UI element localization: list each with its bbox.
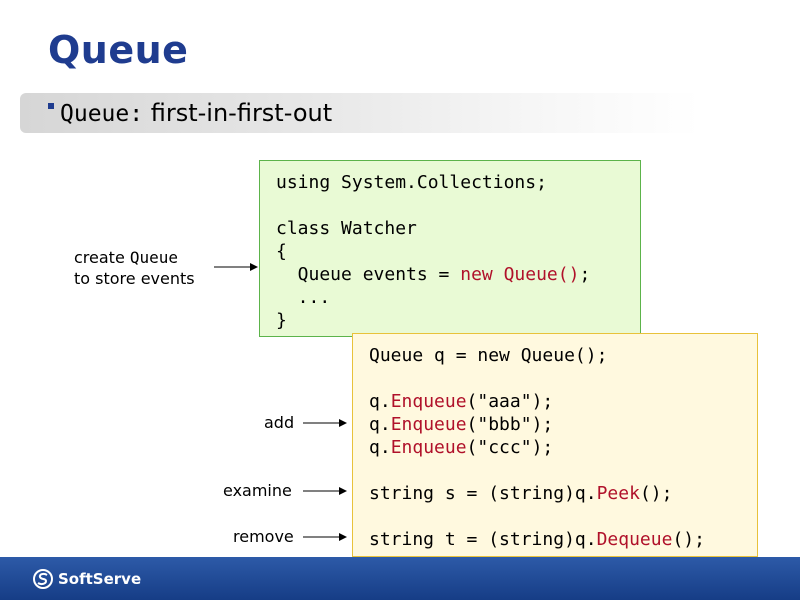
code-keyword: Enqueue [390, 437, 467, 458]
code-text: ("aaa"); [466, 391, 554, 412]
code-text: { [276, 241, 287, 262]
code-line [369, 459, 757, 482]
code-text: ("ccc"); [466, 437, 554, 458]
code-keyword: Dequeue [596, 529, 673, 550]
code-text: using System.Collections; [276, 172, 547, 193]
code-text: class Watcher [276, 218, 417, 239]
code-text: string s = (string)q. [369, 483, 597, 504]
code-text: } [276, 310, 287, 331]
code-text: q. [369, 437, 391, 458]
code-line: string s = (string)q.Peek(); [369, 482, 757, 505]
softserve-logo: SoftServe [32, 567, 141, 591]
bullet-text: first-in-first-out [143, 99, 333, 127]
code-keyword: new Queue() [460, 264, 580, 285]
annotation-remove: remove [233, 527, 294, 546]
code-text: Queue q = new Queue(); [369, 345, 608, 366]
code-line: q.Enqueue("bbb"); [369, 413, 757, 436]
code-text: Queue events = [276, 264, 461, 285]
code-block-queue-operations: Queue q = new Queue();q.Enqueue("aaa");q… [352, 333, 758, 557]
code-keyword: Enqueue [390, 391, 467, 412]
code-line: q.Enqueue("ccc"); [369, 436, 757, 459]
logo-text: SoftServe [58, 570, 142, 588]
slide-title: Queue [48, 28, 189, 72]
code-block-watcher-class: using System.Collections;class Watcher{ … [259, 160, 641, 337]
code-line [369, 367, 757, 390]
code-line [276, 194, 640, 217]
code-text: (); [639, 483, 673, 504]
code-text: q. [369, 414, 391, 435]
arrow-right-icon [214, 263, 258, 271]
footer-bar [0, 557, 800, 600]
arrow-right-icon [303, 533, 347, 541]
code-line: ... [276, 286, 640, 309]
annotation-create-code: Queue [129, 248, 179, 267]
code-line: q.Enqueue("aaa"); [369, 390, 757, 413]
code-text: ("bbb"); [466, 414, 554, 435]
code-text: ; [579, 264, 591, 285]
annotation-add: add [264, 413, 295, 432]
softserve-logo-icon [33, 569, 53, 589]
code-line: Queue events = new Queue(); [276, 263, 640, 286]
code-line: class Watcher [276, 217, 640, 240]
bullet-highlight-bar [20, 93, 700, 133]
annotation-create-text: create [74, 248, 130, 267]
code-line: using System.Collections; [276, 171, 640, 194]
bullet-code: Queue: [60, 101, 144, 127]
arrow-right-icon [303, 419, 347, 427]
code-keyword: Enqueue [390, 414, 467, 435]
code-keyword: Peek [596, 483, 640, 504]
code-line [369, 505, 757, 528]
code-text: string t = (string)q. [369, 529, 597, 550]
code-text: (); [672, 529, 705, 550]
code-text: ... [276, 287, 331, 308]
bullet-item: Queue: first-in-first-out [48, 99, 332, 127]
code-line: { [276, 240, 640, 263]
code-line: Queue q = new Queue(); [369, 344, 757, 367]
code-line: } [276, 309, 640, 332]
code-text: q. [369, 391, 391, 412]
annotation-examine: examine [223, 481, 292, 500]
code-line: string t = (string)q.Dequeue(); [369, 528, 757, 551]
arrow-right-icon [303, 487, 347, 495]
bullet-square-icon [48, 103, 54, 109]
annotation-create-queue: create Queue [74, 248, 178, 267]
annotation-store-events: to store events [74, 269, 195, 288]
